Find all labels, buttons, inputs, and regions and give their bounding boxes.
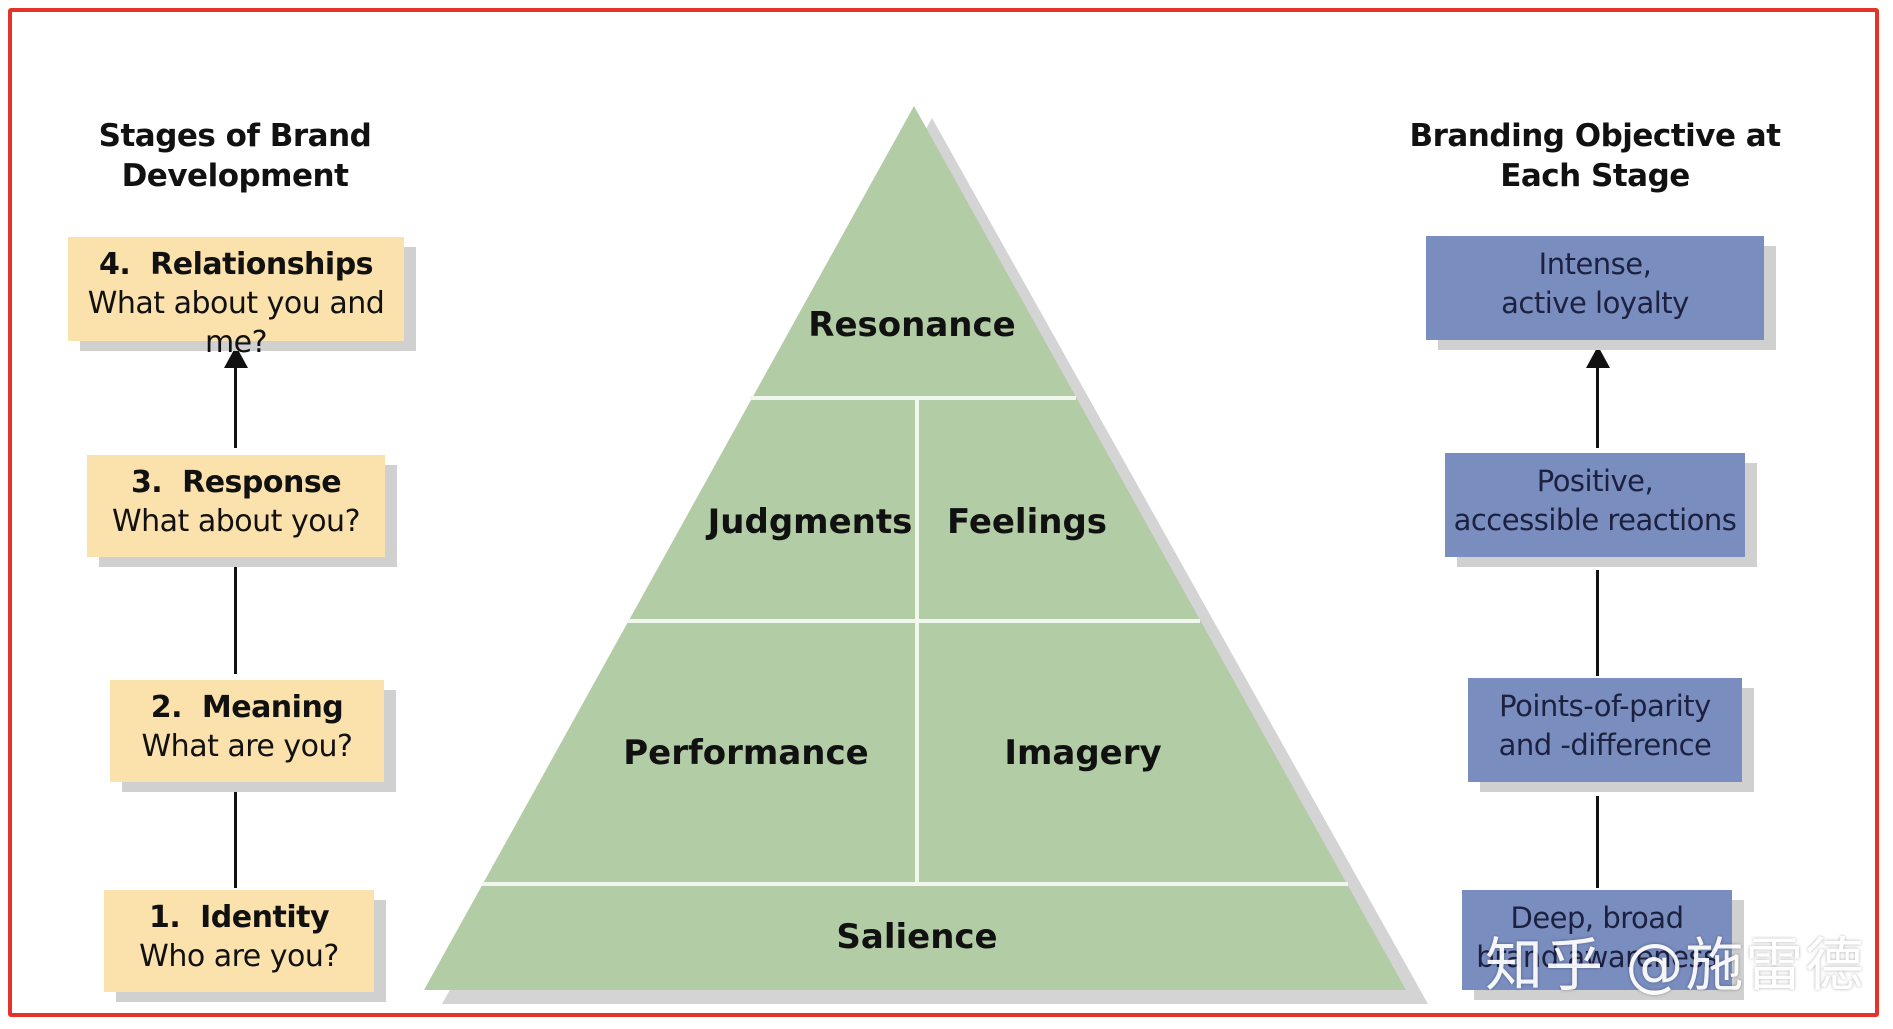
stage-question: Who are you? bbox=[139, 939, 339, 974]
objective-line: accessible reactions bbox=[1453, 503, 1737, 537]
stage-title: 1. Identity bbox=[148, 900, 330, 935]
objective-box-awareness: Deep, broad brand awareness bbox=[1462, 890, 1732, 990]
stages-heading-line2: Development bbox=[121, 158, 349, 194]
stages-heading-line1: Stages of Brand bbox=[98, 118, 372, 154]
objectives-heading: Branding Objective at Each Stage bbox=[1400, 116, 1790, 196]
stage-connector bbox=[234, 784, 237, 888]
objective-line: brand awareness bbox=[1476, 940, 1718, 974]
stage-question: What are you? bbox=[141, 729, 353, 764]
watermark-text: 知乎 @施雷德 bbox=[1485, 931, 1866, 999]
pyramid-label-salience: Salience bbox=[836, 917, 997, 957]
pyramid-label-resonance: Resonance bbox=[808, 305, 1015, 345]
objective-box-loyalty: Intense, active loyalty bbox=[1426, 236, 1764, 340]
stage-question: What about you? bbox=[112, 504, 361, 539]
stage-box-relationships: 4. Relationships What about you and me? bbox=[68, 237, 404, 360]
objective-box-reactions: Positive, accessible reactions bbox=[1445, 453, 1745, 557]
stage-title: 4. Relationships bbox=[98, 247, 374, 282]
stage-box-identity: 1. Identity Who are you? bbox=[104, 890, 374, 992]
objective-line: Intense, bbox=[1538, 247, 1652, 281]
stage-box-response: 3. Response What about you? bbox=[87, 455, 385, 557]
objective-line: Points-of-parity bbox=[1499, 689, 1711, 723]
pyramid-label-feelings: Feelings bbox=[947, 502, 1107, 542]
objective-line: and -difference bbox=[1498, 728, 1712, 762]
objective-connector bbox=[1596, 364, 1599, 448]
pyramid-label-imagery: Imagery bbox=[1004, 733, 1161, 773]
objective-connector bbox=[1596, 570, 1599, 676]
objective-line: Deep, broad bbox=[1510, 901, 1684, 935]
objective-connector bbox=[1596, 796, 1599, 888]
red-frame bbox=[8, 8, 1879, 1017]
objective-line: Positive, bbox=[1536, 464, 1654, 498]
pyramid-label-judgments: Judgments bbox=[706, 502, 913, 542]
stages-heading: Stages of Brand Development bbox=[70, 116, 400, 196]
stage-connector bbox=[234, 364, 237, 448]
stage-box-meaning: 2. Meaning What are you? bbox=[110, 680, 384, 782]
objective-line: active loyalty bbox=[1501, 286, 1689, 320]
pyramid-label-performance: Performance bbox=[623, 733, 868, 773]
arrow-up-icon bbox=[1586, 346, 1610, 368]
objectives-heading-line2: Each Stage bbox=[1500, 158, 1690, 194]
stage-title: 2. Meaning bbox=[150, 690, 344, 725]
objectives-heading-line1: Branding Objective at bbox=[1409, 118, 1781, 154]
arrow-up-icon bbox=[224, 346, 248, 368]
objective-box-parity: Points-of-parity and -difference bbox=[1468, 678, 1742, 782]
stage-title: 3. Response bbox=[130, 465, 342, 500]
stage-connector bbox=[234, 558, 237, 674]
stage-question: What about you and me? bbox=[87, 286, 385, 360]
